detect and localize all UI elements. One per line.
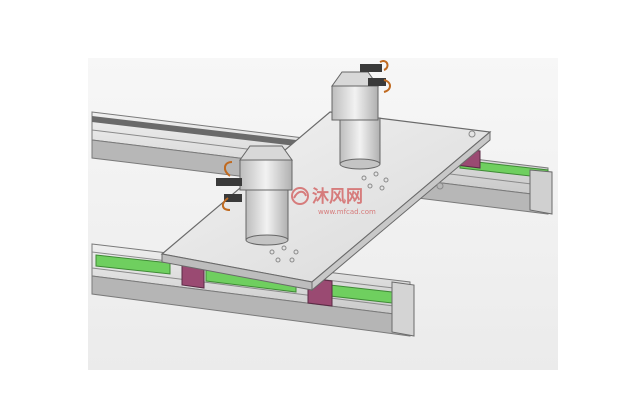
motor-cable-connector	[224, 194, 242, 202]
front-rail-end-cap	[391, 281, 415, 337]
servo-motor-front	[216, 145, 293, 246]
watermark-url: www.mfcad.com	[318, 208, 376, 216]
bolt-hole-pattern-front	[269, 245, 299, 263]
watermark-brand: 沐风网	[312, 187, 363, 207]
back-rail-end-cap	[529, 169, 553, 215]
motor-cable-connector	[368, 78, 386, 86]
plate-bolt-hole	[468, 130, 476, 138]
servo-motor-back	[331, 60, 391, 170]
front-guide-green-1	[95, 254, 171, 275]
plate-bolt-hole	[436, 182, 444, 190]
mounting-plate	[160, 111, 492, 292]
watermark-logo: 沐风网 www.mfcad.com	[291, 187, 376, 216]
bolt-hole-pattern-back	[361, 171, 389, 191]
watermark-icon	[291, 187, 309, 205]
